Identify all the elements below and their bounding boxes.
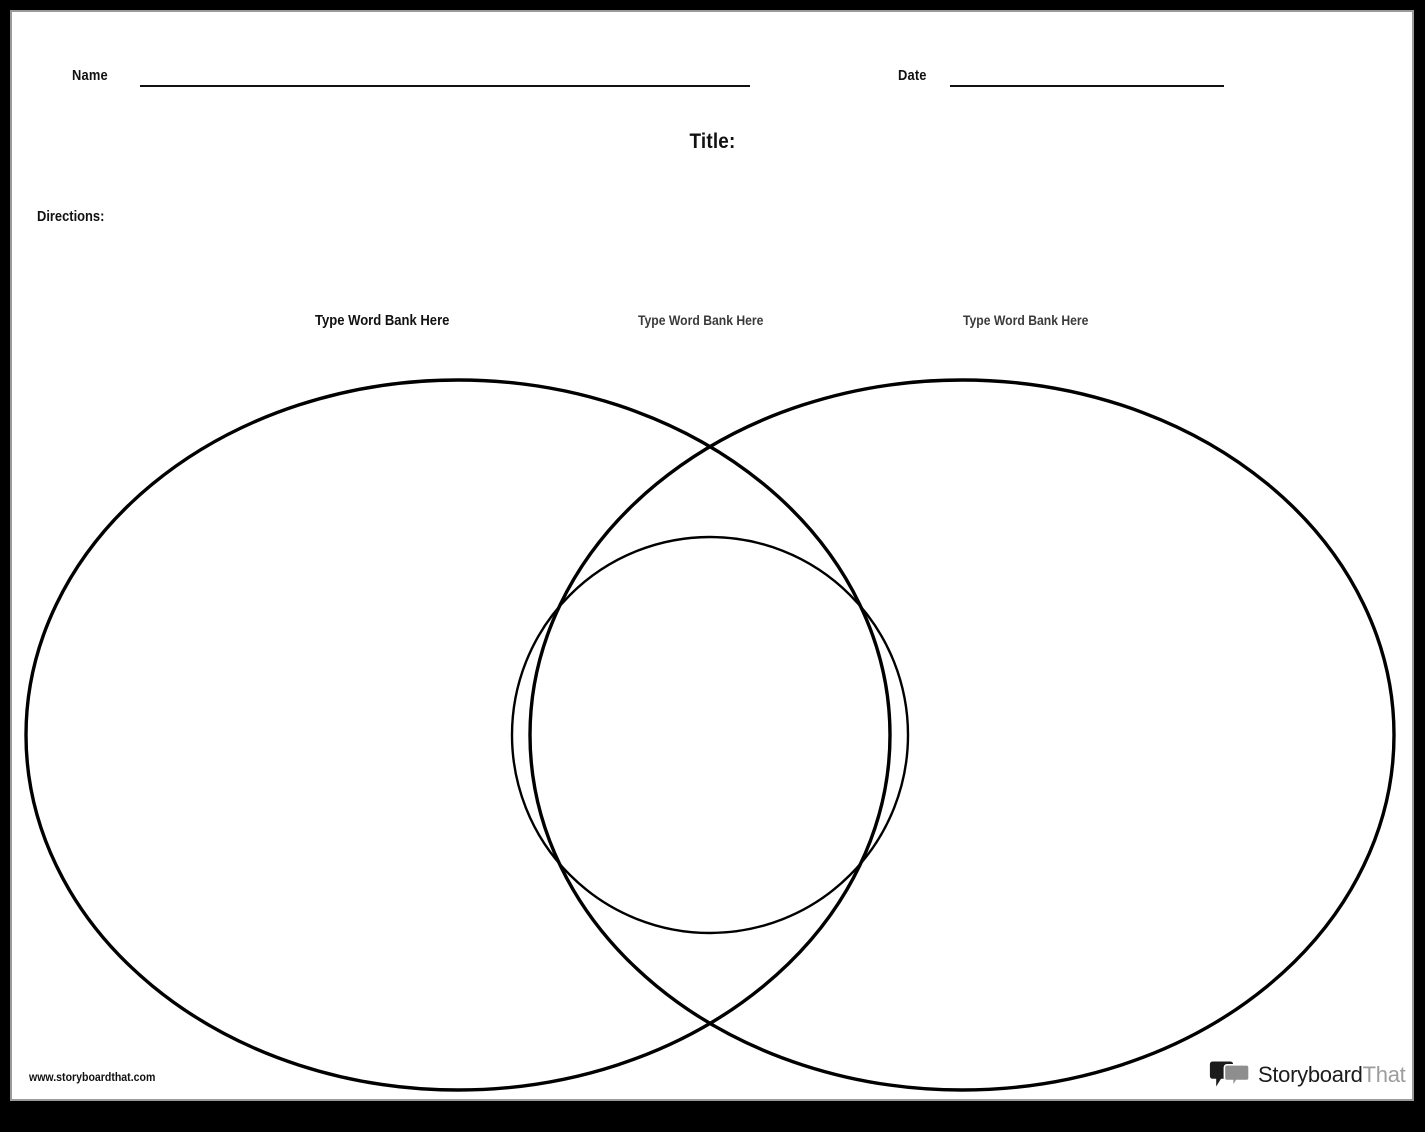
speech-bubbles-icon <box>1209 1061 1250 1090</box>
word-bank-label-left[interactable]: Type Word Bank Here <box>315 312 450 329</box>
venn-right-set[interactable] <box>528 378 1396 1092</box>
storyboardthat-logo[interactable]: StoryboardThat <box>1209 1058 1406 1092</box>
logo-wordmark: StoryboardThat <box>1258 1062 1406 1087</box>
word-bank-label-middle[interactable]: Type Word Bank Here <box>638 312 764 328</box>
page-title-text: Title: <box>689 130 735 153</box>
directions-label: Directions: <box>37 208 105 225</box>
name-label: Name <box>72 67 108 84</box>
site-url: www.storyboardthat.com <box>29 1070 156 1084</box>
logo-text-that: That <box>1362 1062 1406 1087</box>
venn-left-set[interactable] <box>24 378 892 1092</box>
worksheet-sheet: Name Date Title: Directions: Type Word B… <box>12 12 1412 1099</box>
date-input-line[interactable] <box>950 85 1224 87</box>
name-input-line[interactable] <box>140 85 750 87</box>
logo-text-storyboard: Storyboard <box>1258 1062 1363 1087</box>
venn-center-set[interactable] <box>510 535 910 935</box>
page-title[interactable]: Title: <box>12 130 1412 154</box>
venn-diagram <box>24 378 1396 1092</box>
date-label: Date <box>898 67 927 84</box>
word-bank-label-right[interactable]: Type Word Bank Here <box>963 312 1089 328</box>
